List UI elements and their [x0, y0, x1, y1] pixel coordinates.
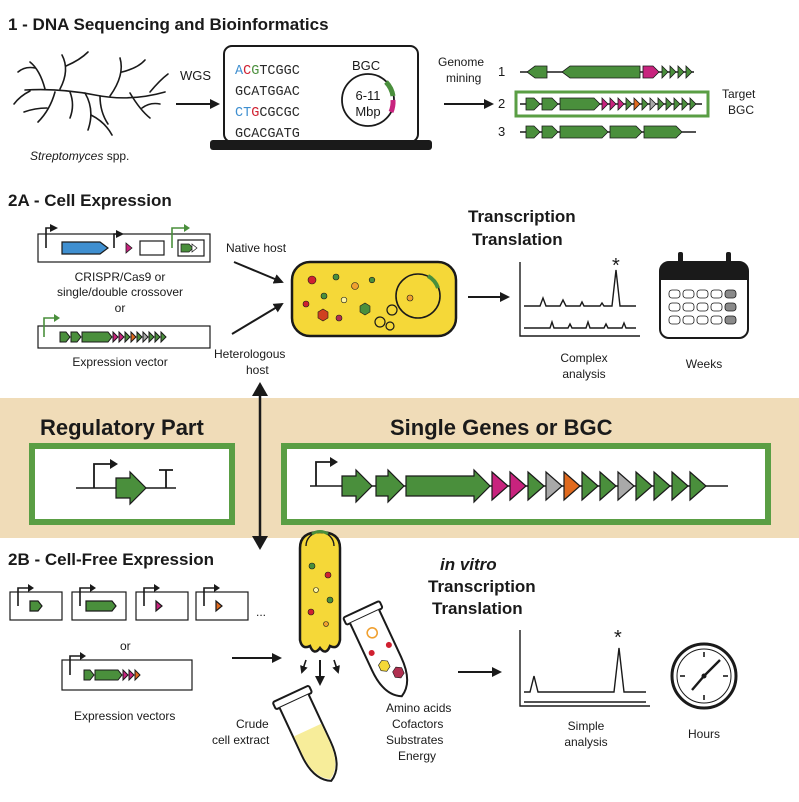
expression-vector	[37, 314, 211, 349]
regulatory-title: Regulatory Part	[40, 415, 204, 440]
crude-label: cell extract	[212, 733, 270, 747]
analysis-label: Complex	[560, 351, 607, 365]
target-label: Target	[722, 87, 756, 101]
cluster-2	[520, 97, 702, 111]
section2a-title: 2A - Cell Expression	[8, 191, 172, 210]
wgs-label: WGS	[180, 68, 211, 83]
genes-title: Single Genes or BGC	[390, 415, 613, 440]
cluster-number: 1	[498, 64, 505, 79]
bgc-arc	[388, 99, 396, 113]
supplement-item: Cofactors	[392, 717, 443, 731]
supplement-tube-icon	[342, 600, 409, 698]
section2b-title: 2B - Cell-Free Expression	[8, 550, 214, 569]
dna-sequence: ACGTCGGC GCATGGAC CTGCGCGC GCACGATG	[235, 64, 300, 142]
dna-line: GCACGATG	[235, 127, 300, 142]
target-label: BGC	[728, 103, 754, 117]
supplement-item: Energy	[398, 749, 436, 763]
invitro-label: in vitro	[440, 555, 497, 574]
bgc-arc	[384, 80, 396, 97]
simple-chromatogram	[519, 630, 650, 707]
regulatory-part	[76, 459, 176, 506]
terminator-icon	[159, 469, 173, 488]
cluster-number: 3	[498, 124, 505, 139]
peak-marker: *	[614, 627, 622, 649]
calendar-icon	[659, 252, 749, 339]
extract-arrow	[332, 659, 340, 674]
bgc-gene-cluster	[310, 457, 728, 504]
heterologous-label: host	[246, 363, 269, 377]
dna-line: GCATGGAC	[235, 85, 300, 100]
supplement-item: Substrates	[386, 733, 443, 747]
process-label: Transcription	[428, 577, 536, 596]
supplement-item: Amino acids	[386, 701, 451, 715]
process-label: Translation	[472, 230, 563, 249]
analysis-label: analysis	[564, 735, 607, 749]
clock-icon	[670, 642, 738, 710]
genome-size-unit: Mbp	[355, 104, 380, 119]
extract-arrow	[300, 659, 308, 674]
multi-gene-vector	[61, 652, 193, 691]
complex-chromatogram	[519, 262, 640, 337]
crispr-construct	[37, 224, 211, 263]
promoter-icon	[93, 463, 110, 488]
organism-label: Streptomyces spp.	[30, 149, 129, 163]
time-label: Weeks	[686, 357, 722, 371]
native-host-arrow	[233, 261, 284, 284]
process-label: Transcription	[468, 207, 576, 226]
crispr-label: single/double crossover	[57, 285, 183, 299]
genome-size-value: 6-11	[355, 88, 380, 103]
single-gene-vectors	[9, 584, 249, 621]
or-label: or	[120, 639, 131, 653]
section1-title: 1 - DNA Sequencing and Bioinformatics	[8, 15, 329, 34]
supplements-list: Amino acids Cofactors Substrates Energy	[386, 701, 451, 763]
crude-label: Crude	[236, 717, 269, 731]
mining-label: mining	[446, 71, 481, 85]
cluster-number: 2	[498, 96, 505, 111]
laptop-icon	[210, 45, 432, 150]
peak-marker: *	[612, 255, 620, 277]
process-label: Translation	[432, 599, 523, 618]
time-label: Hours	[688, 727, 720, 741]
host-link-arrow	[252, 382, 268, 550]
crispr-label: CRISPR/Cas9 or	[75, 270, 166, 284]
mining-label: Genome	[438, 55, 484, 69]
streptomyces-icon	[13, 51, 169, 136]
vectors-label: Expression vectors	[74, 709, 175, 723]
tube-icon	[272, 685, 338, 782]
heterologous-arrow	[231, 302, 284, 335]
analysis-label: Simple	[568, 719, 605, 733]
vector-label: Expression vector	[72, 355, 167, 369]
heterologous-label: Heterologous	[214, 347, 285, 361]
or-label: or	[115, 301, 126, 315]
target-bgc-frame	[514, 90, 710, 118]
analysis-label: analysis	[562, 367, 605, 381]
bgc-label: BGC	[352, 58, 380, 73]
cell-icon	[290, 260, 458, 338]
dna-line: ACGTCGGC	[235, 64, 300, 79]
dna-line: CTGCGCGC	[235, 106, 300, 121]
cluster-3	[520, 125, 696, 139]
ellipsis: ...	[256, 605, 266, 619]
lysed-cell-icon	[298, 529, 342, 653]
cluster-1	[520, 65, 694, 79]
native-host-label: Native host	[226, 241, 287, 255]
